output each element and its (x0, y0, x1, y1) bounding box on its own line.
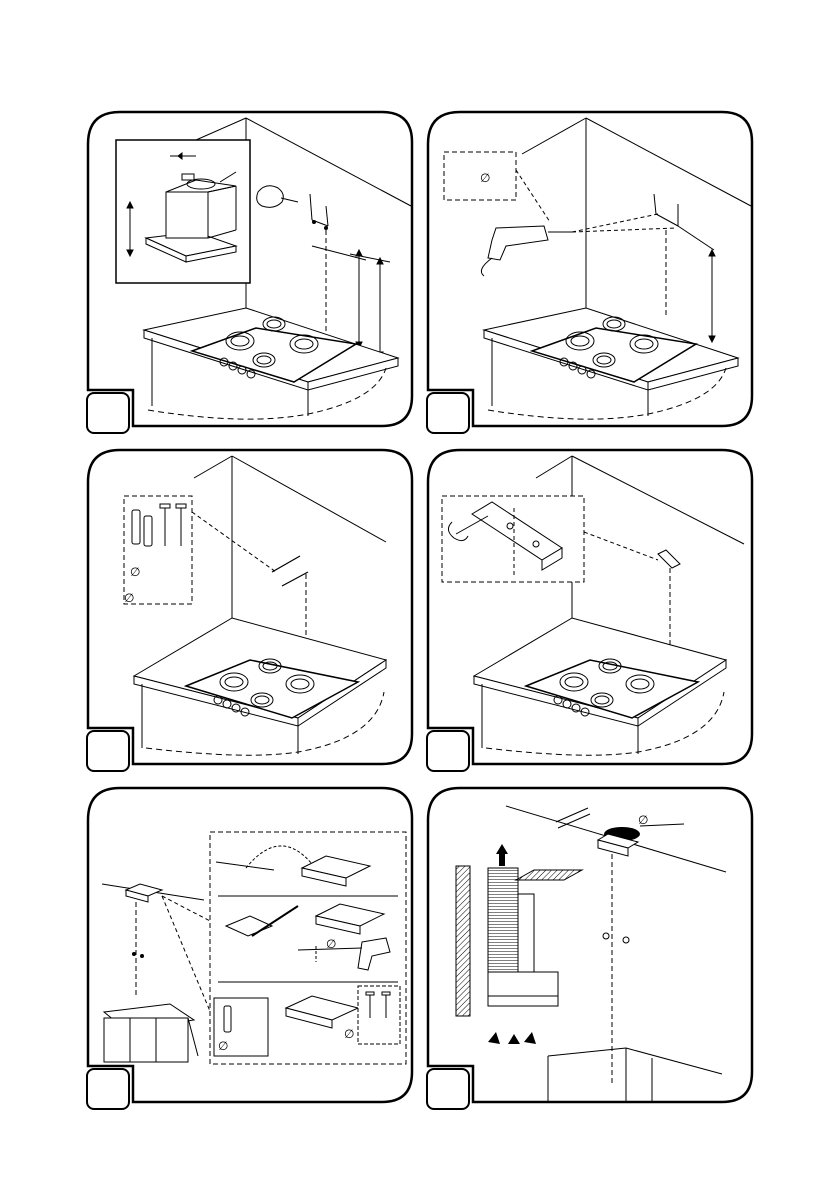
kitchen-cabinets (548, 1048, 722, 1102)
diameter-mark-3: ∅ (344, 1027, 354, 1041)
wall-plug-icon (224, 1006, 231, 1032)
drill-icon (481, 226, 572, 276)
fixings-inset (358, 986, 400, 1044)
panel-2: ∅ (426, 110, 756, 436)
hand-icon (257, 186, 298, 208)
panel-6: ∅ (426, 786, 756, 1112)
step-tab-4 (426, 730, 470, 772)
step-tab-3 (86, 730, 130, 772)
kitchen-cabinets (104, 1004, 198, 1062)
panel-1 (86, 110, 416, 436)
panel-frame (428, 788, 752, 1102)
step-tab-2 (426, 392, 470, 434)
hood-side-view (456, 866, 582, 1016)
step-tab-1 (86, 392, 130, 434)
panel-3: ∅ ∅ (86, 448, 416, 774)
wall-marks (654, 194, 715, 342)
step-tab-6 (426, 1068, 470, 1110)
diameter-mark-2: ∅ (124, 591, 134, 605)
panel-5: ∅ ∅ ∅ (86, 786, 416, 1112)
bracket-icon (658, 550, 680, 568)
wall-lines (522, 118, 751, 325)
screw-icon (272, 556, 308, 586)
diameter-mark-2: ∅ (218, 1039, 228, 1053)
wall-lines (194, 456, 386, 618)
panel-4 (426, 448, 756, 774)
diameter-mark-1: ∅ (130, 565, 140, 579)
diameter-mark: ∅ (638, 813, 648, 827)
step-tab-5 (86, 1068, 130, 1110)
diameter-mark: ∅ (480, 171, 490, 185)
hood-inset (116, 140, 250, 283)
